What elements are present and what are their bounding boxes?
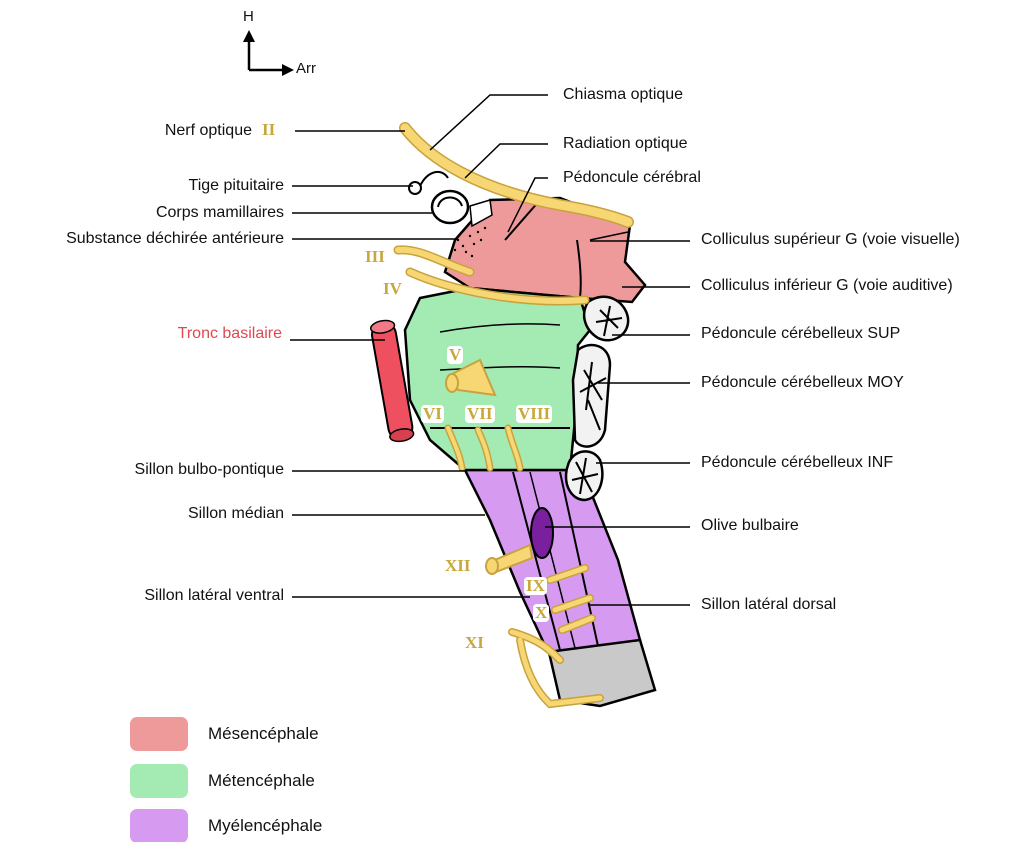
label-corps-mamillaires: Corps mamillaires [156, 204, 284, 222]
label-tronc-basilaire: Tronc basilaire [178, 325, 282, 343]
legend-swatch-mesencephale [130, 717, 188, 751]
nerve-label-vii: VII [465, 405, 495, 423]
label-chiasma-optique: Chiasma optique [563, 86, 683, 104]
label-substance-dechiree: Substance déchirée antérieure [66, 230, 284, 248]
nerve-label-vi: VI [421, 405, 444, 423]
label-sillon-median: Sillon médian [188, 505, 284, 523]
label-pedoncule-cerebral: Pédoncule cérébral [563, 169, 701, 187]
nerve-label-xii: XII [445, 557, 471, 575]
legend-label-mesencephale: Mésencéphale [208, 724, 319, 744]
corps-mamillaires [432, 191, 468, 223]
metencephale-region [405, 288, 590, 470]
label-colliculus-superieur: Colliculus supérieur G (voie visuelle) [701, 231, 960, 249]
nerve-label-v: V [447, 346, 463, 364]
pedoncule-sup [584, 297, 628, 340]
nerve-label-iii: III [365, 248, 385, 266]
nerve-label-xi: XI [465, 634, 484, 652]
nerve-label-iv: IV [383, 280, 402, 298]
orientation-axes [243, 30, 294, 76]
label-colliculus-inferieur: Colliculus inférieur G (voie auditive) [701, 277, 953, 295]
orientation-right-label: Arr [296, 60, 316, 77]
nerve-label-x: X [533, 604, 549, 622]
nerve-label-ii: II [262, 121, 275, 139]
label-olive-bulbaire: Olive bulbaire [701, 517, 799, 535]
label-pedoncule-cerebelleux-moy: Pédoncule cérébelleux MOY [701, 374, 904, 392]
pedoncule-moy [573, 345, 610, 447]
legend-swatch-myelencephale [130, 809, 188, 842]
legend-label-metencephale: Métencéphale [208, 771, 315, 791]
orientation-up-label: H [243, 8, 254, 25]
label-pedoncule-cerebelleux-sup: Pédoncule cérébelleux SUP [701, 325, 900, 343]
nerve-label-ix: IX [524, 577, 547, 595]
label-tige-pituitaire: Tige pituitaire [189, 177, 284, 195]
legend-swatch-metencephale [130, 764, 188, 798]
nerve-label-viii: VIII [516, 405, 552, 423]
pedoncule-inf [566, 451, 602, 500]
tige-pituitaire [409, 182, 421, 194]
label-sillon-bulbo-pontique: Sillon bulbo-pontique [135, 461, 284, 479]
label-sillon-lateral-ventral: Sillon latéral ventral [144, 587, 284, 605]
label-nerf-optique: Nerf optique [165, 122, 252, 140]
label-pedoncule-cerebelleux-inf: Pédoncule cérébelleux INF [701, 454, 893, 472]
olive-bulbaire [531, 508, 553, 558]
legend-label-myelencephale: Myélencéphale [208, 816, 322, 836]
label-sillon-lateral-dorsal: Sillon latéral dorsal [701, 596, 836, 614]
label-radiation-optique: Radiation optique [563, 135, 688, 153]
